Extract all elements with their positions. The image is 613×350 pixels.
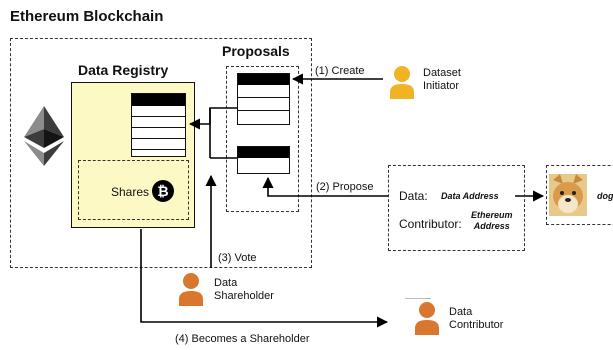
proposal-table-2 <box>237 146 290 174</box>
proposals-label: Proposals <box>222 43 290 59</box>
step-vote-label: (3) Vote <box>218 252 257 264</box>
data-shareholder-label: Data Shareholder <box>214 277 274 303</box>
dataset-initiator-person-icon <box>390 66 414 99</box>
step-propose-label: (2) Propose <box>316 181 374 193</box>
proposals-box <box>226 66 299 212</box>
blockchain-title: Ethereum Blockchain <box>10 8 164 25</box>
bitcoin-icon: ₿ <box>152 180 174 202</box>
image-box <box>546 165 613 225</box>
registry-table <box>131 93 186 157</box>
submission-box <box>388 165 525 251</box>
dog-image <box>549 174 587 216</box>
proposal-table-1 <box>237 73 290 125</box>
blockchain-boundary <box>10 38 312 268</box>
shares-label: Shares <box>111 185 150 199</box>
data-contributor-label: Data Contributor <box>449 306 504 332</box>
shares-box <box>78 160 189 220</box>
data-address-value: Data Address <box>441 191 499 201</box>
contributor-label: Contributor: <box>399 217 462 231</box>
ethereum-icon <box>24 106 64 166</box>
dataset-initiator-label: Dataset Initiator <box>423 67 461 93</box>
step-becomes-shareholder-label: (4) Becomes a Shareholder <box>175 333 310 345</box>
data-registry-label: Data Registry <box>78 62 169 78</box>
data-label: Data: <box>399 189 428 203</box>
step-create-label: (1) Create <box>315 65 365 77</box>
image-caption: dog <box>597 191 613 201</box>
svg-text:₿: ₿ <box>157 184 168 200</box>
data-shareholder-person-icon <box>179 273 203 306</box>
ethereum-address-value: Ethereum Address <box>471 210 513 232</box>
contributor-divider <box>405 298 431 299</box>
data-contributor-person-icon <box>415 302 439 335</box>
